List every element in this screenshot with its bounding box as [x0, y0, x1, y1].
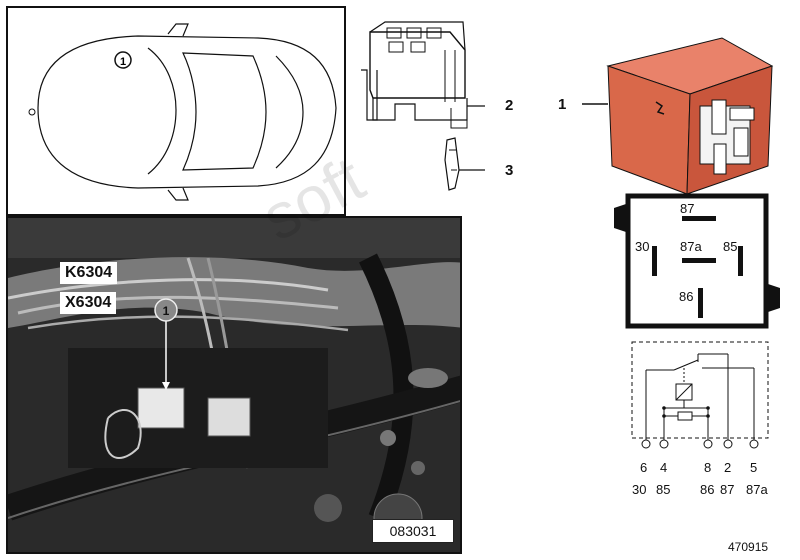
- part-number: 470915: [728, 540, 769, 554]
- schematic-pin-1: 6: [640, 460, 648, 475]
- callout-item-1: 1: [558, 96, 567, 113]
- relay-circuit-schematic: [631, 341, 769, 449]
- relay-drawing: [582, 37, 774, 195]
- car-view-panel: 1: [6, 6, 346, 216]
- car-marker-number: 1: [120, 56, 126, 68]
- image-code: 083031: [372, 519, 454, 543]
- pin-87a-label: 87a: [680, 239, 702, 254]
- schematic-pin-2: 4: [660, 460, 668, 475]
- connector-in-photo: [207, 397, 251, 437]
- photo-marker-number: 1: [163, 304, 170, 318]
- relay-in-photo: [137, 387, 185, 429]
- terminal-label-2: 85: [656, 482, 671, 497]
- pin-85-label: 85: [723, 239, 738, 254]
- schematic-pin-3: 8: [704, 460, 712, 475]
- pin-87a-blade: [682, 258, 716, 263]
- car-outline: 1: [28, 23, 337, 201]
- pin-86-blade: [698, 288, 703, 318]
- terminal-label-1: 30: [632, 482, 647, 497]
- schematic-pin-5: 5: [750, 460, 758, 475]
- pin-30-blade: [652, 246, 657, 276]
- terminal-label-5: 87a: [746, 482, 768, 497]
- car-marker-circle: [114, 51, 132, 69]
- relay-label: K6304: [60, 262, 118, 284]
- engine-photo-panel: 1 K6304 X6304: [6, 216, 462, 554]
- pin-30-label: 30: [635, 239, 650, 254]
- photo-marker-circle: [154, 298, 178, 322]
- callout-item-3: 3: [505, 162, 514, 179]
- pin-86-label: 86: [679, 289, 694, 304]
- pin-87-label: 87: [680, 201, 695, 216]
- terminal-label-3: 86: [700, 482, 715, 497]
- relay-pin-layout: [614, 193, 780, 329]
- connector-housing-drawing: [361, 21, 485, 191]
- pin-87-blade: [682, 216, 716, 221]
- callout-item-2: 2: [505, 97, 514, 114]
- engine-photo: 1: [8, 218, 460, 552]
- terminal-label-4: 87: [720, 482, 735, 497]
- connector-label: X6304: [60, 292, 117, 314]
- schematic-pin-4: 2: [724, 460, 732, 475]
- pin-85-blade: [738, 246, 743, 276]
